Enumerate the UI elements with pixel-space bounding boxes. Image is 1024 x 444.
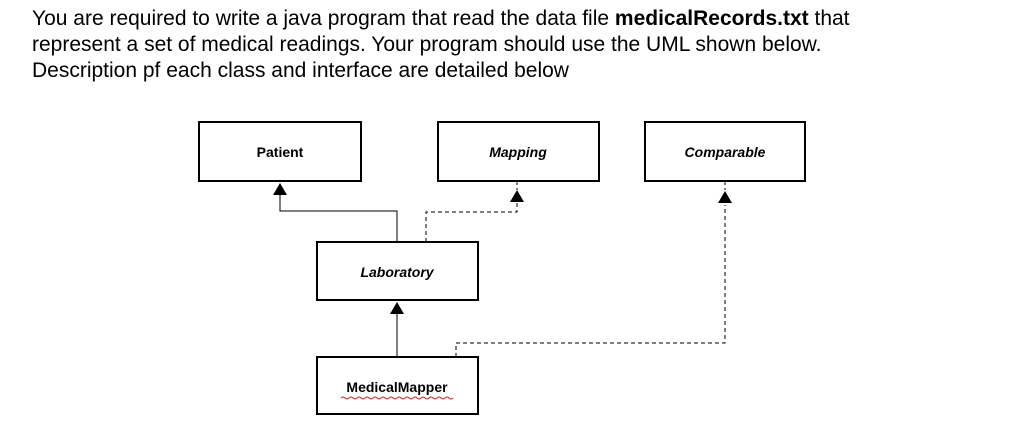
instructions-line-1-prefix: You are required to write a java program…	[32, 7, 615, 30]
class-laboratory-label: Laboratory	[360, 264, 434, 280]
instructions-line-1: You are required to write a java program…	[32, 6, 1012, 32]
class-medical-mapper: MedicalMapper	[316, 356, 479, 415]
data-filename: medicalRecords.txt	[614, 7, 809, 30]
instructions-line-2: represent a set of medical readings. You…	[32, 33, 822, 56]
interface-mapping-label: Mapping	[489, 144, 547, 160]
inheritance-arrowhead	[273, 183, 287, 195]
spellcheck-underline	[340, 396, 454, 400]
class-patient: Patient	[198, 121, 362, 182]
realization-arrowhead	[510, 190, 524, 202]
realization-medicalmapper-comparable	[455, 182, 732, 357]
interface-comparable: Comparable	[644, 121, 806, 182]
interface-comparable-label: Comparable	[685, 144, 766, 160]
realization-laboratory-mapping	[425, 182, 524, 242]
class-laboratory: Laboratory	[316, 241, 479, 301]
interface-mapping: Mapping	[437, 121, 600, 182]
instructions-line-3: Description pf each class and interface …	[32, 59, 569, 82]
class-medical-mapper-label: MedicalMapper	[346, 379, 448, 395]
instructions-line-1-suffix: that	[808, 7, 850, 30]
instructions-paragraph: You are required to write a java program…	[32, 6, 1012, 84]
inheritance-laboratory-patient	[273, 183, 398, 242]
inheritance-medicalmapper-laboratory	[390, 302, 404, 357]
class-patient-label: Patient	[257, 144, 304, 160]
inheritance-arrowhead	[390, 302, 404, 314]
realization-arrowhead	[718, 191, 732, 203]
